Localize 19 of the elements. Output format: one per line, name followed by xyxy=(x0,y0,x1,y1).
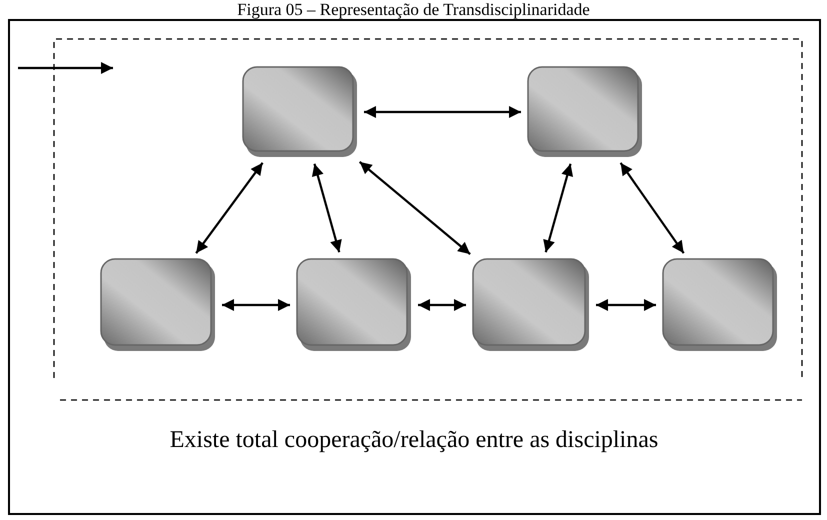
rounded-box xyxy=(527,66,643,158)
double-arrow xyxy=(195,162,264,254)
figure-title: Figura 05 – Representação de Transdisciplinaridade xyxy=(236,0,591,19)
arrow xyxy=(18,62,113,74)
double-arrow xyxy=(222,299,290,311)
dashed-frame xyxy=(53,38,803,378)
double-arrow xyxy=(312,163,342,253)
rounded-box xyxy=(662,258,778,352)
caption: Existe total cooperação/relação entre as disciplinas xyxy=(168,426,660,455)
double-arrow xyxy=(418,299,466,311)
rounded-box xyxy=(472,258,590,352)
double-arrow xyxy=(543,163,574,253)
rounded-box xyxy=(296,258,412,352)
rounded-box xyxy=(100,258,216,352)
double-arrow xyxy=(358,161,471,255)
double-arrow xyxy=(364,106,521,118)
double-arrow xyxy=(596,299,656,311)
double-arrow xyxy=(620,162,685,254)
rounded-box xyxy=(242,66,358,158)
